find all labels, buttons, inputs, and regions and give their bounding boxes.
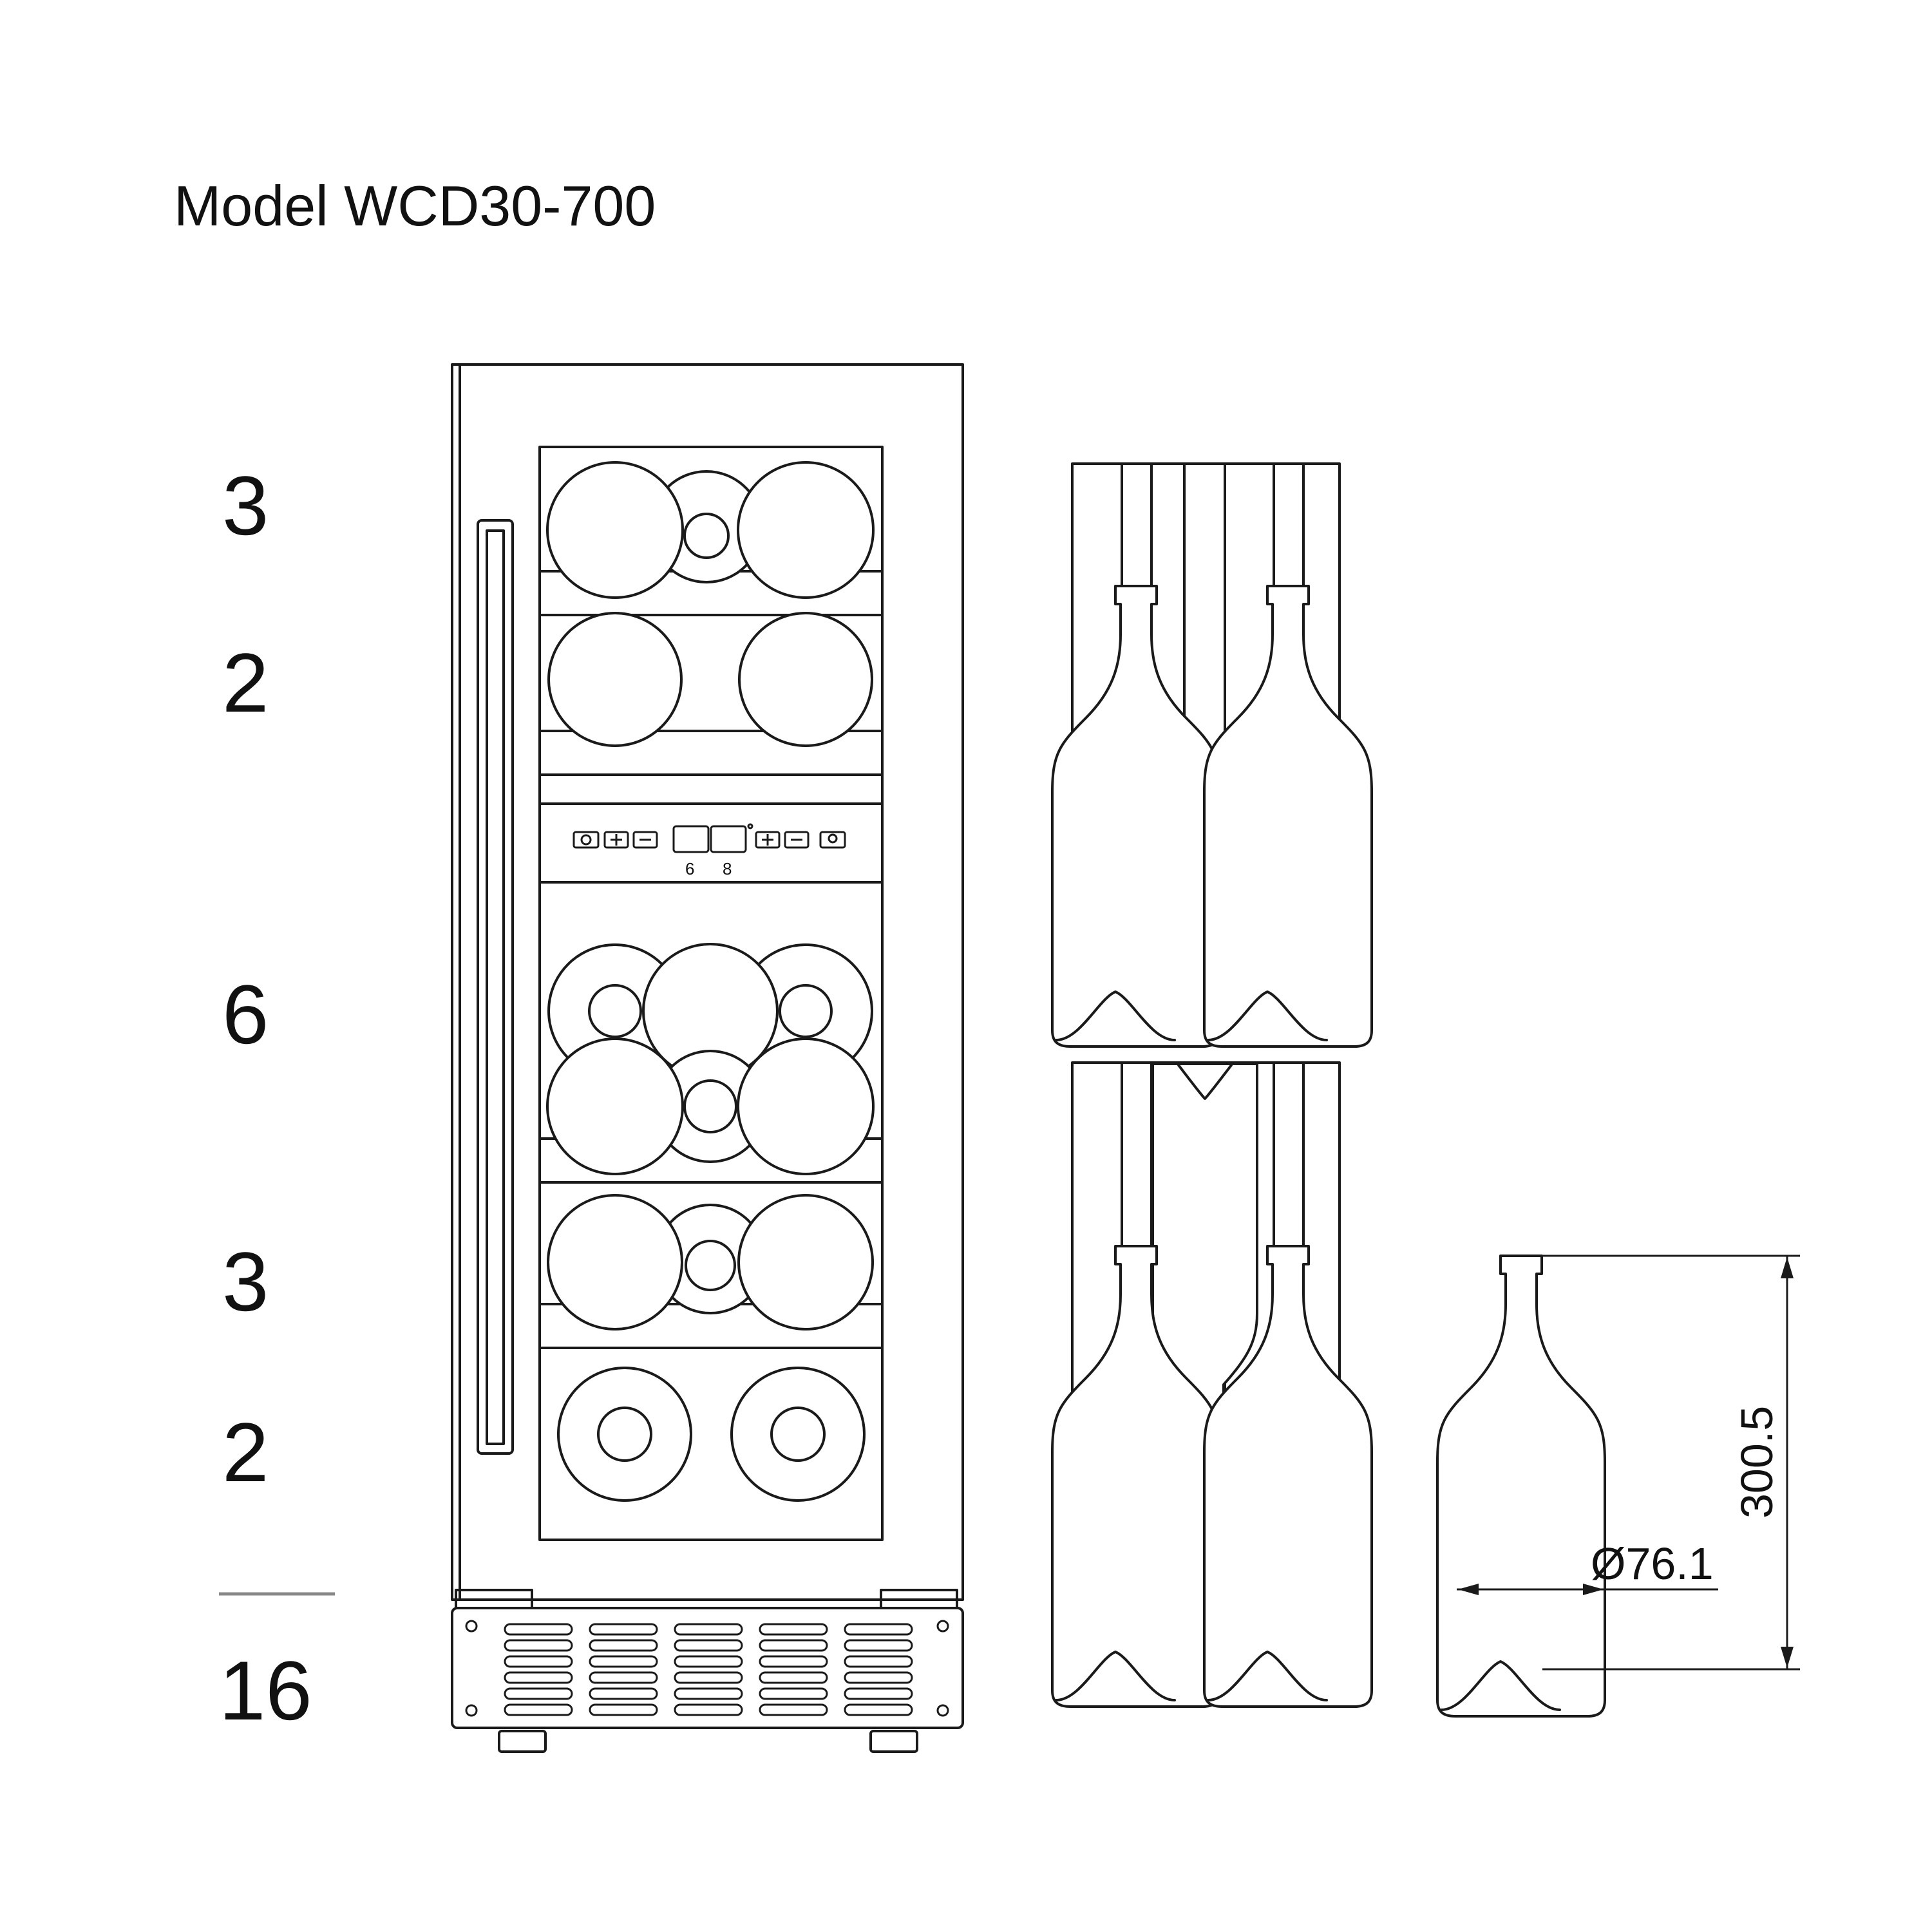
diameter-arrow-left (1458, 1584, 1479, 1595)
base-grille (451, 1589, 964, 1753)
power-icon (580, 834, 592, 846)
cooler-front-view: 6 8 (451, 363, 964, 1753)
shelf-2-bottles (547, 612, 873, 747)
door-handle (477, 519, 514, 1455)
shelf-1-bottles (546, 461, 875, 599)
control-panel: 6 8 (538, 802, 884, 884)
bottle-dimension-drawing: 300.5 Ø76.1 (1436, 1255, 1800, 1718)
shelf-3-bottles (546, 943, 875, 1175)
display-right (710, 825, 747, 853)
side-view-upper-shelf (1051, 462, 1373, 1048)
light-icon (828, 833, 838, 844)
glass-window (538, 446, 884, 1541)
bottle-diameter-label: Ø76.1 (1591, 1539, 1714, 1589)
total-count: 16 (219, 1643, 312, 1738)
cooler-cabinet (451, 363, 964, 1601)
foot-right (869, 1730, 918, 1753)
model-title: Model WCD30-700 (174, 174, 656, 238)
power-button-left[interactable] (573, 831, 600, 849)
height-arrow-top (1781, 1257, 1794, 1278)
height-arrow-bottom (1781, 1647, 1794, 1668)
diameter-arrow-right (1583, 1584, 1604, 1595)
shelf-counts: 3 2 6 3 2 16 (219, 459, 335, 1738)
foot-left (498, 1730, 547, 1753)
shelf-4-bottles (547, 1194, 874, 1331)
side-view-stacked-shelf (1051, 1061, 1373, 1708)
bottle-height-label: 300.5 (1732, 1406, 1782, 1519)
shelf-5-bottles (557, 1367, 866, 1502)
shelf-count-5: 2 (222, 1405, 269, 1499)
light-button[interactable] (819, 831, 846, 849)
zone-digit-right: 8 (723, 859, 732, 878)
zone-digit-left: 6 (685, 859, 694, 878)
shelf-count-2: 2 (222, 636, 269, 730)
shelf-count-4: 3 (222, 1235, 269, 1329)
shelf-count-3: 6 (222, 967, 269, 1061)
display-left (672, 825, 710, 853)
shelf-count-1: 3 (222, 459, 269, 553)
